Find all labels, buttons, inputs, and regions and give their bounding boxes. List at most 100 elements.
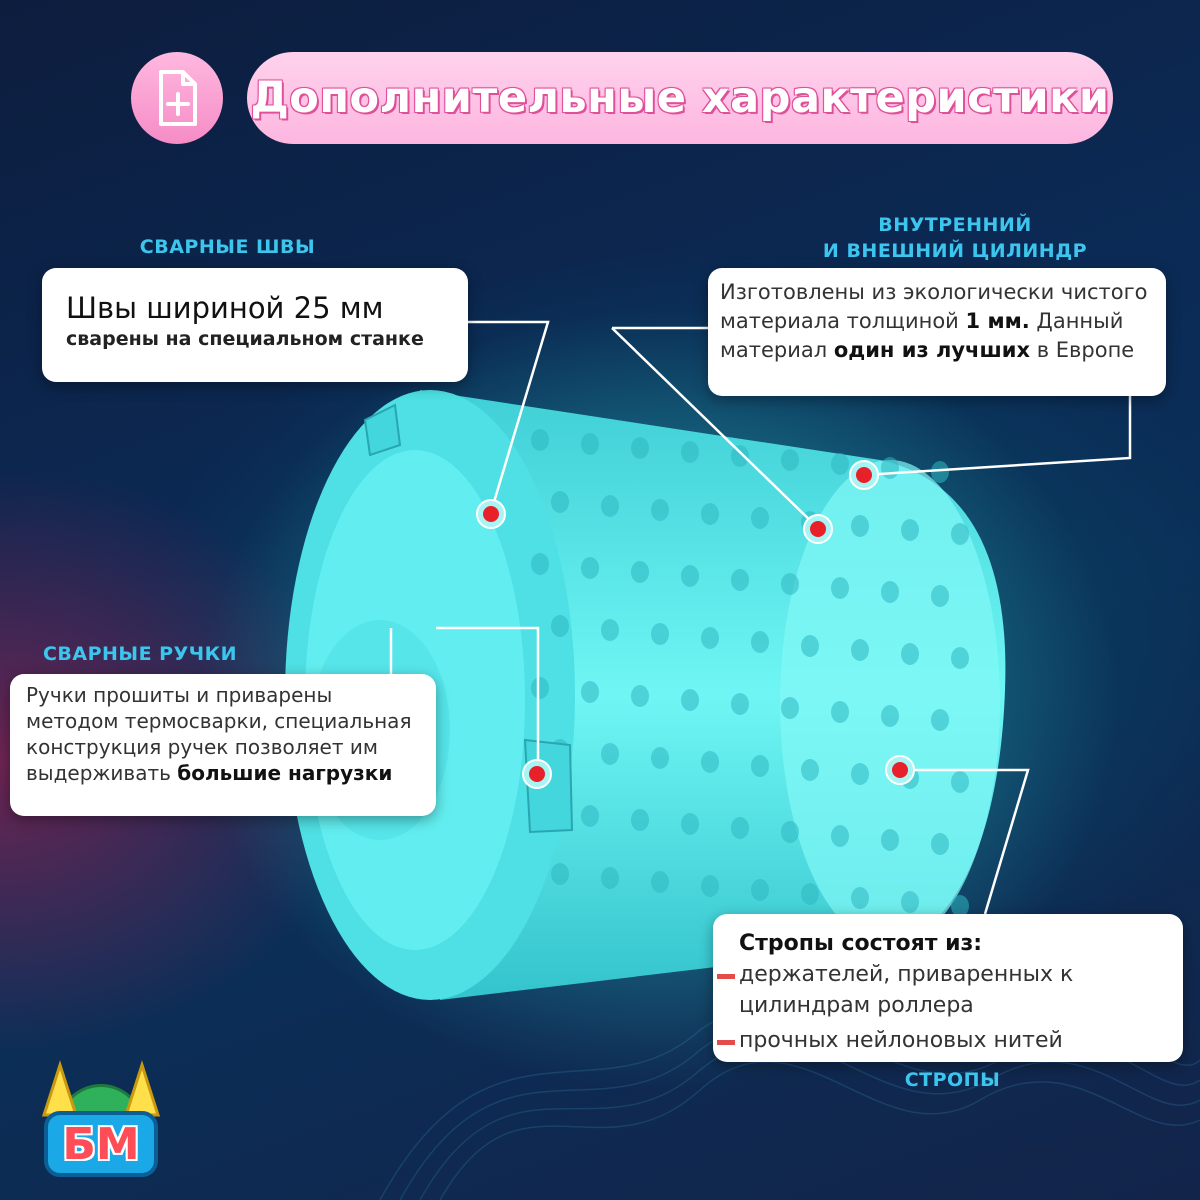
list-item: держателей, приваренных к цилиндрам ролл… [717, 959, 1169, 1021]
roller-dot [751, 755, 769, 777]
roller-dot [801, 759, 819, 781]
roller-dot [901, 891, 919, 913]
roller-dot [551, 615, 569, 637]
handles-text-1: Ручки прошиты и приварены методом термос… [26, 683, 412, 785]
roller-dot [851, 639, 869, 661]
roller-dot [931, 585, 949, 607]
roller-dot [801, 883, 819, 905]
label-slings: Стропы [904, 1069, 1001, 1091]
roller-dot [601, 619, 619, 641]
roller-dot [651, 623, 669, 645]
roller-dot [551, 491, 569, 513]
roller-dot [731, 817, 749, 839]
roller-dot [701, 627, 719, 649]
roller-dot [781, 449, 799, 471]
cylinder-thickness: 1 мм. [965, 309, 1030, 333]
roller-dot [581, 805, 599, 827]
card-cylinder: Изготовлены из экологически чистого мате… [708, 268, 1166, 396]
roller-dot [701, 875, 719, 897]
marker-slings [885, 755, 915, 785]
header-icon-badge [131, 52, 223, 144]
roller-dot [531, 553, 549, 575]
roller-dot [901, 643, 919, 665]
roller-dot [751, 879, 769, 901]
roller-dot [681, 689, 699, 711]
bullet-dash-icon [717, 974, 735, 979]
cylinder-text: Изготовлены из экологически чистого мате… [720, 278, 1154, 365]
roller-dot [851, 515, 869, 537]
roller-dot [831, 701, 849, 723]
roller-dot [751, 507, 769, 529]
roller-dot [801, 635, 819, 657]
roller-dot [851, 763, 869, 785]
roller-dot [731, 693, 749, 715]
seams-detail: сварены на специальном станке [66, 328, 424, 350]
roller-dot [881, 705, 899, 727]
roller-dot [581, 557, 599, 579]
roller-dot [551, 863, 569, 885]
cylinder-text-2: Данный материал [720, 309, 1124, 362]
roller-dot [601, 743, 619, 765]
cylinder-best: один из лучших [833, 338, 1031, 362]
roller-dot [901, 519, 919, 541]
list-item: прочных нейлоновых нитей [717, 1025, 1169, 1056]
seams-headline: Швы шириной 25 мм [66, 291, 384, 325]
roller-dot [931, 461, 949, 483]
roller-dot [701, 751, 719, 773]
roller-dot [651, 871, 669, 893]
roller-dot [931, 833, 949, 855]
header-banner: Дополнительные характеристики [247, 52, 1113, 144]
logo-text: БМ [62, 1118, 140, 1170]
roller-dot [731, 445, 749, 467]
roller-dot [681, 565, 699, 587]
roller-dot [631, 685, 649, 707]
roller-dot [531, 429, 549, 451]
marker-outer-cylinder [849, 460, 879, 490]
roller-dot [531, 677, 549, 699]
bullet-dash-icon [717, 1040, 735, 1045]
handles-text: Ручки прошиты и приварены методом термос… [26, 682, 420, 786]
card-handles: Ручки прошиты и приварены методом термос… [10, 674, 436, 816]
markers [476, 460, 915, 789]
roller-dot [931, 709, 949, 731]
roller-dot [881, 829, 899, 851]
label-seams: Сварные швы [139, 236, 316, 258]
handles-loads: большие нагрузки [177, 761, 393, 785]
roller-dot [951, 523, 969, 545]
roller-dot [581, 433, 599, 455]
roller-dot [831, 577, 849, 599]
label-cylinder-line2: и внешний цилиндр [822, 240, 1088, 262]
roller-dot [601, 495, 619, 517]
page-title: Дополнительные характеристики [250, 73, 1110, 123]
marker-seams [476, 499, 506, 529]
roller-dot [681, 441, 699, 463]
roller-dot [781, 821, 799, 843]
roller-dot [631, 809, 649, 831]
roller-dot [701, 503, 719, 525]
logo-graphic [41, 1060, 161, 1177]
roller-dot [831, 453, 849, 475]
roller-dot [751, 631, 769, 653]
slings-heading: Стропы состоят из: [739, 931, 983, 956]
roller-dot [631, 437, 649, 459]
roller-dot [731, 569, 749, 591]
label-handles: Сварные ручки [42, 643, 238, 665]
roller-dot [601, 867, 619, 889]
label-cylinder-line1: Внутренний [878, 214, 1032, 236]
roller-dot [651, 747, 669, 769]
roller-dot [851, 887, 869, 909]
roller-dot [681, 813, 699, 835]
roller-dot [951, 771, 969, 793]
roller-dot [631, 561, 649, 583]
brand-logo: БМ [36, 1055, 166, 1180]
roller-dot [951, 895, 969, 917]
roller-dot [781, 573, 799, 595]
card-seams: Швы шириной 25 мм сварены на специальном… [42, 268, 468, 382]
roller-dot [881, 581, 899, 603]
cylinder-text-1: Изготовлены из экологически чистого мате… [720, 280, 1148, 333]
roller-dot [951, 647, 969, 669]
label-cylinder: Внутренний и внешний цилиндр [790, 212, 1120, 264]
marker-handles [522, 759, 552, 789]
